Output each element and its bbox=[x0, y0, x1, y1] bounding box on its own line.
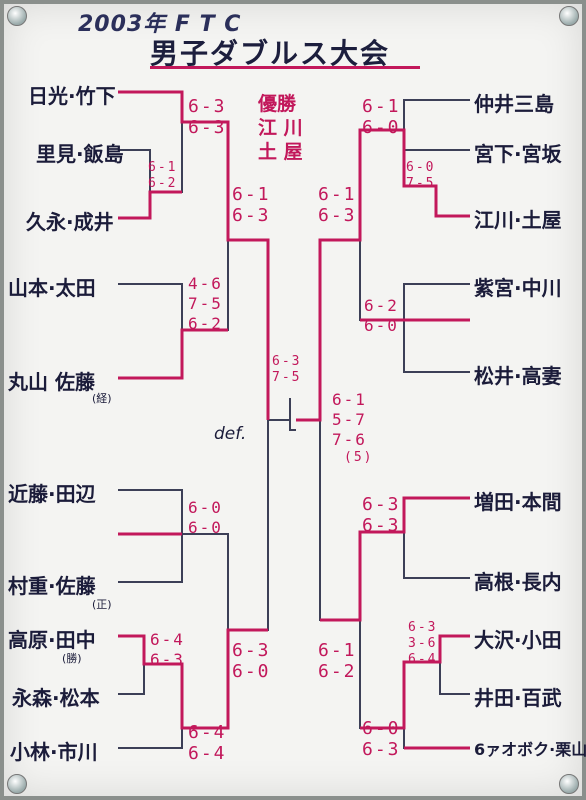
pin-icon bbox=[7, 774, 27, 794]
score-left-semi: 6-3 7-5 bbox=[272, 354, 302, 385]
right-player-4: 紫宮·中川 bbox=[474, 276, 562, 300]
left-player-5-note: (経) bbox=[92, 392, 112, 405]
champion-name-line2: 土 屋 bbox=[258, 141, 303, 163]
right-player-8: 大沢·小田 bbox=[474, 628, 562, 652]
score-left-r1-mid: 4-6 7-5 6-2 bbox=[188, 274, 223, 333]
left-player-6: 近藤·田辺 bbox=[8, 482, 96, 506]
right-player-5: 松井·高妻 bbox=[474, 364, 562, 388]
page-title: 男子ダブルス大会 bbox=[150, 37, 391, 70]
left-player-10: 小林·市川 bbox=[10, 740, 98, 764]
score-right-prelim2: 6-3 3-6 6-4 bbox=[408, 620, 438, 667]
score-left-prelim2: 6-4 6-3 bbox=[150, 630, 185, 669]
score-final-tiebreak: (5) bbox=[344, 450, 374, 465]
score-left-r1-top: 6-3 6-3 bbox=[188, 96, 227, 138]
score-left-r2-top: 6-1 6-3 bbox=[232, 184, 271, 226]
page-title-year: 2003年 F T C bbox=[78, 12, 242, 37]
score-left-kondo: 6-0 6-0 bbox=[188, 498, 223, 537]
score-right-q1: 6-1 6-3 bbox=[318, 184, 357, 226]
right-player-9: 井田·百武 bbox=[474, 686, 562, 710]
champion-name-line1: 江 川 bbox=[258, 117, 303, 139]
score-right-masuda: 6-3 6-3 bbox=[362, 494, 401, 536]
left-player-7: 村重·佐藤 bbox=[8, 574, 96, 598]
red-winner-path bbox=[118, 90, 470, 750]
left-player-9: 永森·松本 bbox=[12, 686, 100, 710]
right-player-3: 江川·土屋 bbox=[474, 208, 562, 232]
score-right-r1-top: 6-1 6-0 bbox=[362, 96, 401, 138]
right-player-10: 6ァオボク·栗山 bbox=[474, 740, 586, 759]
right-player-2: 宮下·宮坂 bbox=[474, 142, 562, 166]
score-right-q2: 6-1 6-2 bbox=[318, 640, 357, 682]
right-player-7: 高根·長内 bbox=[474, 570, 562, 594]
left-player-7-note: (正) bbox=[92, 598, 112, 611]
left-player-1: 日光·竹下 bbox=[28, 84, 116, 108]
left-player-4: 山本·太田 bbox=[8, 276, 96, 300]
champion-label: 優勝 bbox=[258, 93, 297, 115]
default-label: def. bbox=[214, 424, 247, 444]
pin-icon bbox=[559, 6, 579, 26]
pin-icon bbox=[7, 6, 27, 26]
pin-icon bbox=[559, 774, 579, 794]
score-left-q2: 6-3 6-0 bbox=[232, 640, 271, 682]
bracket-poster bbox=[4, 4, 582, 796]
title-underline bbox=[150, 66, 420, 69]
left-player-8: 高原·田中 bbox=[8, 628, 96, 652]
right-player-1: 仲井三島 bbox=[474, 92, 554, 116]
left-player-5: 丸山 佐藤 bbox=[8, 370, 95, 394]
score-left-prelim: 6-1 6-2 bbox=[148, 160, 178, 191]
left-player-8-note: (勝) bbox=[62, 652, 82, 665]
right-player-6: 増田·本間 bbox=[474, 490, 562, 514]
score-right-r2-bottom: 6-0 6-3 bbox=[362, 718, 401, 760]
score-right-mid: 6-2 6-0 bbox=[364, 296, 399, 335]
score-left-r2-bottom: 6-4 6-4 bbox=[188, 722, 227, 764]
left-player-2: 里見·飯島 bbox=[36, 142, 124, 166]
score-right-prelim: 6-0 7-5 bbox=[406, 160, 436, 191]
left-player-3: 久永·成井 bbox=[26, 210, 114, 234]
score-final: 6-1 5-7 7-6 bbox=[332, 390, 367, 449]
